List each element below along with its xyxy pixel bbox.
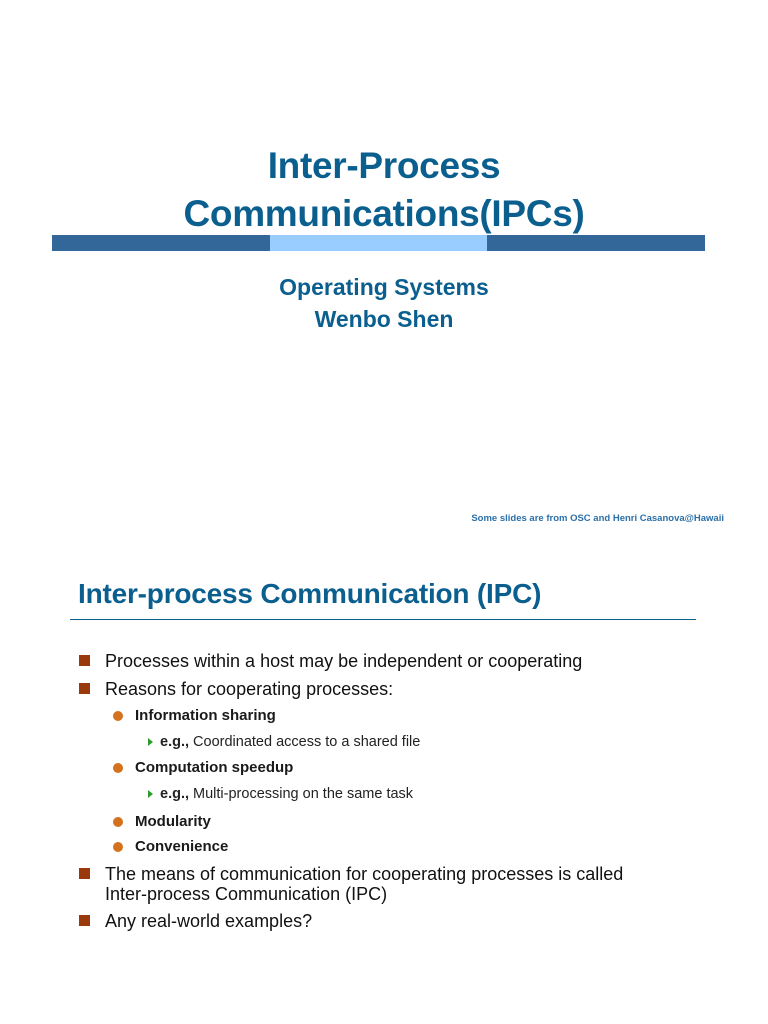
sub-sub-bullet-item: e.g., Multi-processing on the same task (148, 785, 414, 803)
sub-bullet-item: Computation speedup (113, 759, 294, 777)
sub-bullet-text: Information sharing (135, 707, 276, 724)
circle-bullet-icon (113, 842, 123, 852)
title-slide: Inter-Process Communications(IPCs) Opera… (0, 142, 768, 524)
sub-sub-bullet-item: e.g., Coordinated access to a shared fil… (148, 733, 421, 751)
slide-title: Inter-Process Communications(IPCs) (0, 142, 768, 238)
bullet-item: Reasons for cooperating processes: (79, 679, 394, 699)
title-line-1: Inter-Process (267, 145, 501, 186)
bullet-item: Any real-world examples? (79, 911, 313, 931)
circle-bullet-icon (113, 711, 123, 721)
example-prefix: e.g., (160, 734, 190, 750)
square-bullet-icon (79, 915, 90, 926)
bullet-text: Reasons for cooperating processes: (105, 679, 394, 699)
sub-bullet-text: Computation speedup (135, 759, 294, 776)
circle-bullet-icon (113, 817, 123, 827)
sub-bullet-item: Modularity (113, 813, 211, 831)
bullet-text-line-1: The means of communication for cooperati… (105, 864, 624, 884)
title-decorative-bar (52, 235, 705, 251)
bullet-text: Processes within a host may be independe… (105, 651, 583, 671)
circle-bullet-icon (113, 763, 123, 773)
sub-sub-bullet-text: Coordinated access to a shared file (189, 734, 421, 750)
example-prefix: e.g., (160, 786, 190, 802)
square-bullet-icon (79, 655, 90, 666)
bullet-text-line-2: Inter-process Communication (IPC) (105, 884, 388, 904)
triangle-bullet-icon (148, 790, 153, 798)
slide-subtitle: Operating Systems Wenbo Shen (0, 271, 768, 335)
bar-segment-right (487, 235, 705, 251)
square-bullet-icon (79, 683, 90, 694)
title-line-2: Communications(IPCs) (183, 193, 585, 234)
credits-footnote: Some slides are from OSC and Henri Casan… (471, 513, 724, 524)
sub-bullet-item: Information sharing (113, 707, 276, 725)
sub-bullet-item: Convenience (113, 838, 229, 856)
bullet-item: Processes within a host may be independe… (79, 651, 583, 671)
content-slide: Inter-process Communication (IPC) Proces… (0, 545, 768, 1024)
sub-bullet-text: Modularity (135, 813, 211, 830)
sub-sub-bullet-text: Multi-processing on the same task (189, 786, 414, 802)
bullet-item: The means of communication for cooperati… (79, 864, 624, 904)
author-name: Wenbo Shen (314, 306, 454, 332)
sub-bullet-text: Convenience (135, 838, 229, 855)
bar-segment-middle (270, 235, 487, 251)
bar-segment-left (52, 235, 270, 251)
bullet-text: Any real-world examples? (105, 911, 313, 931)
triangle-bullet-icon (148, 738, 153, 746)
square-bullet-icon (79, 868, 90, 879)
heading-underline (70, 619, 696, 620)
course-name: Operating Systems (279, 274, 489, 300)
slide-heading: Inter-process Communication (IPC) (78, 578, 542, 609)
